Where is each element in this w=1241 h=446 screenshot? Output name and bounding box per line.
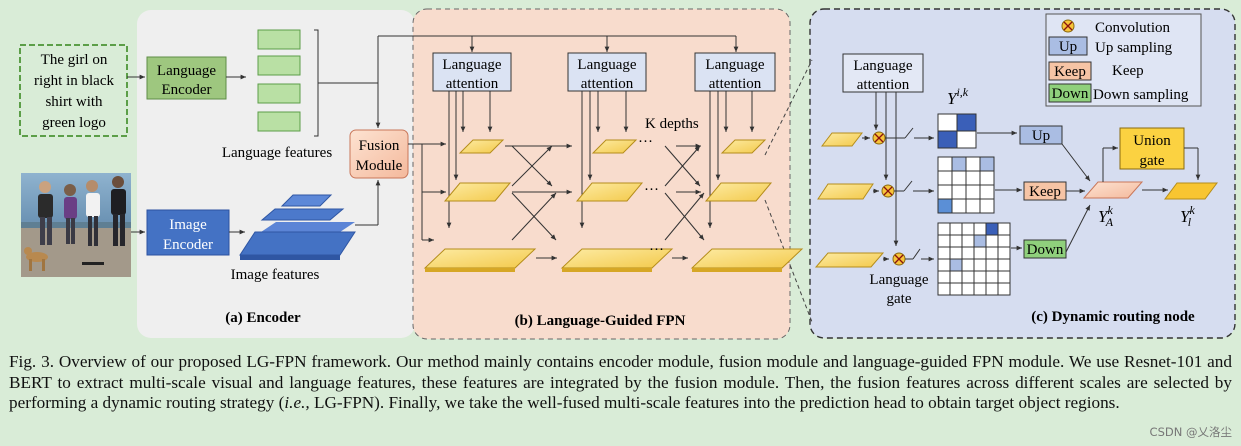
fpn-ellipsis-2: ··· xyxy=(644,182,659,198)
legend-down-swatch: Down xyxy=(1052,86,1089,102)
language-gate-switches xyxy=(885,127,934,262)
routing-grid-medium xyxy=(937,156,995,214)
union-gate-label-2: gate xyxy=(1140,153,1165,169)
language-encoder-label-2: Encoder xyxy=(162,82,212,98)
routing-grid-small xyxy=(937,113,977,149)
routing-attention-box xyxy=(842,53,924,93)
fpn-feature-slabs xyxy=(423,139,804,269)
language-encoder-label-1: Language xyxy=(157,63,216,79)
fpn-attention-2-label-2: attention xyxy=(581,76,634,92)
y-ik-label: Yi,k xyxy=(947,85,969,108)
up-op-label: Up xyxy=(1032,128,1050,144)
up-op-box xyxy=(1019,125,1063,145)
routing-input-arrows xyxy=(862,135,889,262)
routing-attention-label-2: attention xyxy=(857,77,910,93)
k-depths-label: K depths xyxy=(645,116,699,132)
down-op-label: Down xyxy=(1027,242,1064,258)
fusion-module-label-1: Fusion xyxy=(359,138,400,154)
fpn-ellipsis-3: ··· xyxy=(649,242,664,258)
caption-text-suffix: LG-FPN). Finally, we take the well-fused… xyxy=(309,393,1120,412)
input-photo xyxy=(21,173,131,277)
union-gate-label-1: Union xyxy=(1133,133,1171,149)
fpn-attention-3-label-2: attention xyxy=(709,76,762,92)
fusion-module-label-2: Module xyxy=(356,158,403,174)
keep-op-label: Keep xyxy=(1029,184,1061,200)
fpn-attention-1-label-1: Language xyxy=(442,57,501,73)
input-text-line-1: The girl on xyxy=(41,52,108,68)
framework-diagram: The girl on right in black shirt with gr… xyxy=(19,8,1236,340)
language-features-label: Language features xyxy=(222,145,333,161)
language-encoder-box xyxy=(146,56,227,100)
image-features-label: Image features xyxy=(231,267,320,283)
routing-legend: Convolution Up Up sampling Keep Keep Dow… xyxy=(1045,13,1202,107)
zoom-line-top xyxy=(764,59,813,156)
routing-title: (c) Dynamic routing node xyxy=(1031,309,1195,325)
grid-to-op-arrows xyxy=(977,130,1022,251)
legend-up-swatch: Up xyxy=(1059,39,1077,55)
routing-attention-label-1: Language xyxy=(853,58,912,74)
fpn-cross-connections xyxy=(505,143,705,261)
fpn-attention-1: Language attention xyxy=(432,52,512,92)
caption-text-prefix: Fig. 3. Overview of our proposed LG-FPN … xyxy=(9,352,1232,412)
legend-keep-label: Keep xyxy=(1112,63,1144,79)
fpn-slab-edges xyxy=(425,268,782,272)
fpn-attention-3: Language attention xyxy=(694,52,776,92)
routing-attention-lines xyxy=(873,92,899,246)
routing-input-slabs xyxy=(814,132,885,268)
fpn-ellipsis-1: ··· xyxy=(638,134,653,150)
fpn-attention-arrows xyxy=(446,91,755,228)
input-text-line-4: green logo xyxy=(42,115,106,131)
image-encoder-box xyxy=(146,209,230,256)
down-op-box xyxy=(1023,239,1067,259)
union-gate-arrows xyxy=(1102,145,1201,193)
image-feature-pyramid xyxy=(239,194,356,260)
input-text-line-2: right in black xyxy=(34,73,114,89)
fusion-module-box xyxy=(349,129,409,179)
fused-slab xyxy=(1082,181,1144,199)
input-text-line-3: shirt with xyxy=(45,94,103,110)
language-feature-bars xyxy=(257,29,301,132)
language-gate-label-1: Language xyxy=(869,272,928,288)
fpn-attention-2: Language attention xyxy=(567,52,647,92)
routing-grid-large xyxy=(937,222,1011,296)
legend-keep-swatch: Keep xyxy=(1054,64,1086,80)
fpn-attention-3-label-1: Language xyxy=(705,57,764,73)
figure-caption: Fig. 3. Overview of our proposed LG-FPN … xyxy=(9,352,1232,414)
op-to-fused-arrows xyxy=(1061,143,1091,253)
legend-up-label: Up sampling xyxy=(1095,40,1173,56)
legend-convolution-label: Convolution xyxy=(1095,20,1171,36)
fpn-title: (b) Language-Guided FPN xyxy=(515,313,686,329)
watermark: CSDN @乂洛尘 xyxy=(1149,425,1232,439)
image-encoder-label-1: Image xyxy=(169,217,207,233)
legend-down-label: Down sampling xyxy=(1093,87,1189,103)
image-encoder-label-2: Encoder xyxy=(163,237,213,253)
encoder-title: (a) Encoder xyxy=(225,310,301,326)
fpn-attention-2-label-1: Language xyxy=(577,57,636,73)
fpn-attention-1-label-2: attention xyxy=(446,76,499,92)
language-gate-label-2: gate xyxy=(887,291,912,307)
output-slab xyxy=(1164,182,1218,200)
caption-text-italic: i.e., xyxy=(284,393,310,412)
